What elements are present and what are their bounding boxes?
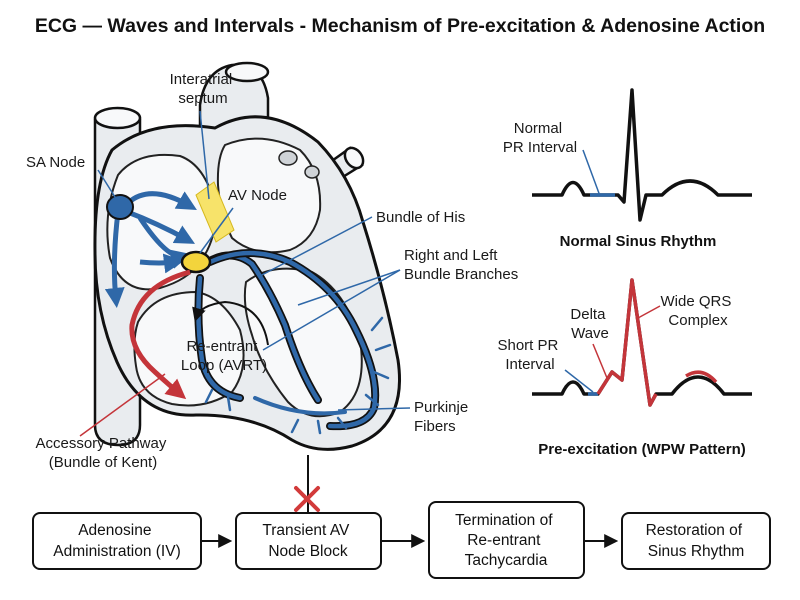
- adenosine-flow: Adenosine Administration (IV) Transient …: [32, 455, 771, 579]
- ecg-wpw-caption: Pre-excitation (WPW Pattern): [538, 441, 746, 458]
- label-accessory-pathway: Accessory Pathway (Bundle of Kent): [35, 435, 170, 471]
- accessory-leader-line: [79, 373, 166, 437]
- ecg-wpw-delta-label: Delta Wave: [570, 306, 609, 342]
- ecg-wpw-pr-leader: [564, 369, 594, 393]
- flow-text-restoration: Restoration of Sinus Rhythm: [646, 522, 747, 560]
- label-purkinje: Purkinje Fibers: [414, 399, 472, 435]
- vena-cava-opening: [93, 106, 142, 130]
- sa-to-la-path: [126, 191, 197, 210]
- ecg-normal-pr-label: Normal PR Interval: [503, 120, 577, 156]
- ecg-wpw-pr-label: Short PR Interval: [497, 337, 562, 373]
- ecg-wpw-qrs-label: Wide QRS Complex: [660, 293, 735, 329]
- flow-text-termination: Termination of Re-entrant Tachycardia: [455, 512, 557, 569]
- av-node: [180, 250, 212, 274]
- purkinje-base: [253, 396, 347, 416]
- block-x-icon: [294, 486, 320, 512]
- left-atrium: [216, 137, 322, 254]
- ecg-wpw: Short PR Interval Delta Wave Wide QRS Co…: [497, 278, 752, 458]
- flow-text-av-block: Transient AV Node Block: [262, 522, 353, 560]
- ra-to-av-path: [139, 253, 184, 274]
- ecg-normal: Normal PR Interval Normal Sinus Rhythm: [503, 88, 752, 250]
- flow-box-termination: [428, 501, 585, 579]
- label-av-node: AV Node: [228, 187, 287, 204]
- sa-node: [106, 194, 134, 220]
- flow-box-restoration: [621, 512, 771, 570]
- ecg-wpw-t-wave-accent: [685, 370, 718, 384]
- sa-to-ra-path: [104, 211, 125, 308]
- ecg-wpw-delta-leader: [592, 343, 608, 379]
- left-bundle-branch: [207, 250, 378, 429]
- rv-branch: [196, 275, 243, 401]
- heart-illustration: [93, 61, 401, 451]
- flow-box-adenosine: [32, 512, 202, 570]
- accessory-pathway: [129, 269, 191, 400]
- ecg-wpw-wide-qrs: [596, 278, 658, 407]
- heart-leader-lines: [97, 110, 411, 411]
- ecg-wpw-qrs-leader: [637, 305, 661, 319]
- label-bundle-branches: Right and Left Bundle Branches: [404, 247, 518, 283]
- flow-text-adenosine: Adenosine Administration (IV): [53, 522, 180, 560]
- label-interatrial-septum: Interatrial septum: [170, 71, 237, 107]
- purkinje-twigs: [204, 316, 392, 435]
- label-reentrant-loop: Re-entrant Loop (AVRT): [181, 338, 267, 374]
- ecg-normal-trace: [532, 88, 752, 222]
- aorta-opening: [224, 61, 270, 83]
- ecg-normal-pr-leader: [582, 149, 601, 197]
- page-title: ECG — Waves and Intervals - Mechanism of…: [35, 15, 765, 37]
- ecg-normal-caption: Normal Sinus Rhythm: [560, 233, 717, 250]
- label-sa-node: SA Node: [26, 154, 85, 171]
- pulmonary-opening-2: [304, 165, 320, 179]
- label-bundle-of-his: Bundle of His: [376, 209, 465, 226]
- pulmonary-vein-opening: [343, 146, 365, 170]
- pulmonary-opening-1: [278, 150, 298, 166]
- flow-box-av-block: [235, 512, 382, 570]
- reentrant-loop-arrow: [192, 300, 269, 346]
